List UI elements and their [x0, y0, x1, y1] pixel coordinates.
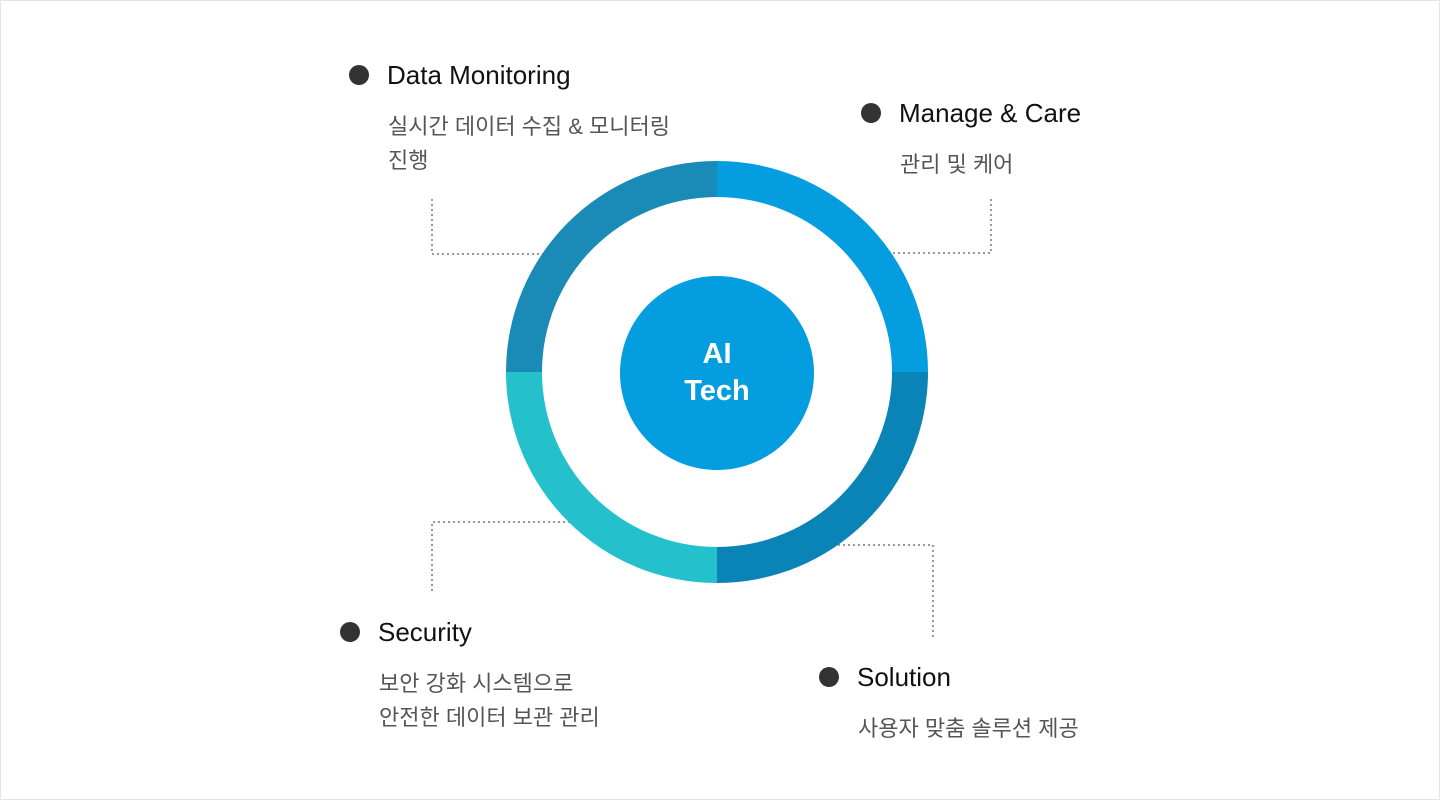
- item-description: 실시간 데이터 수집 & 모니터링 진행: [388, 110, 670, 178]
- item-description: 보안 강화 시스템으로 안전한 데이터 보관 관리: [379, 667, 600, 735]
- item-title: Security: [378, 617, 472, 647]
- ring-segment-data-monitoring: [506, 161, 717, 372]
- item-description-line: 진행: [388, 148, 429, 173]
- item-description: 관리 및 케어: [900, 148, 1013, 182]
- item-description: 사용자 맞춤 솔루션 제공: [858, 712, 1079, 746]
- item-title: Data Monitoring: [387, 60, 571, 90]
- bullet-dot-icon: [819, 667, 839, 687]
- connector-manage-care: [867, 199, 992, 254]
- center-label: AI Tech: [619, 275, 815, 471]
- bullet-dot-icon: [349, 65, 369, 85]
- connector-data-monitoring: [431, 199, 557, 255]
- connector-solution: [809, 544, 934, 637]
- bullet-dot-icon: [861, 103, 881, 123]
- item-description-line: 사용자 맞춤 솔루션 제공: [858, 716, 1079, 741]
- center-label-line2: Tech: [684, 375, 750, 407]
- center-label-line1: AI: [702, 338, 732, 370]
- item-title: Manage & Care: [899, 98, 1082, 128]
- item-description-line: 보안 강화 시스템으로: [379, 671, 574, 696]
- ring-segment-solution: [717, 372, 928, 583]
- bullet-dot-icon: [340, 622, 360, 642]
- ring-segment-manage-care: [717, 161, 928, 372]
- item-title: Solution: [857, 662, 951, 692]
- center-circle: [620, 276, 814, 470]
- item-description-line: 안전한 데이터 보관 관리: [379, 705, 600, 730]
- item-description-line: 관리 및 케어: [900, 152, 1014, 177]
- connector-security: [431, 521, 589, 591]
- ring-segment-security: [506, 372, 717, 583]
- item-description-line: 실시간 데이터 수집 & 모니터링: [388, 114, 671, 139]
